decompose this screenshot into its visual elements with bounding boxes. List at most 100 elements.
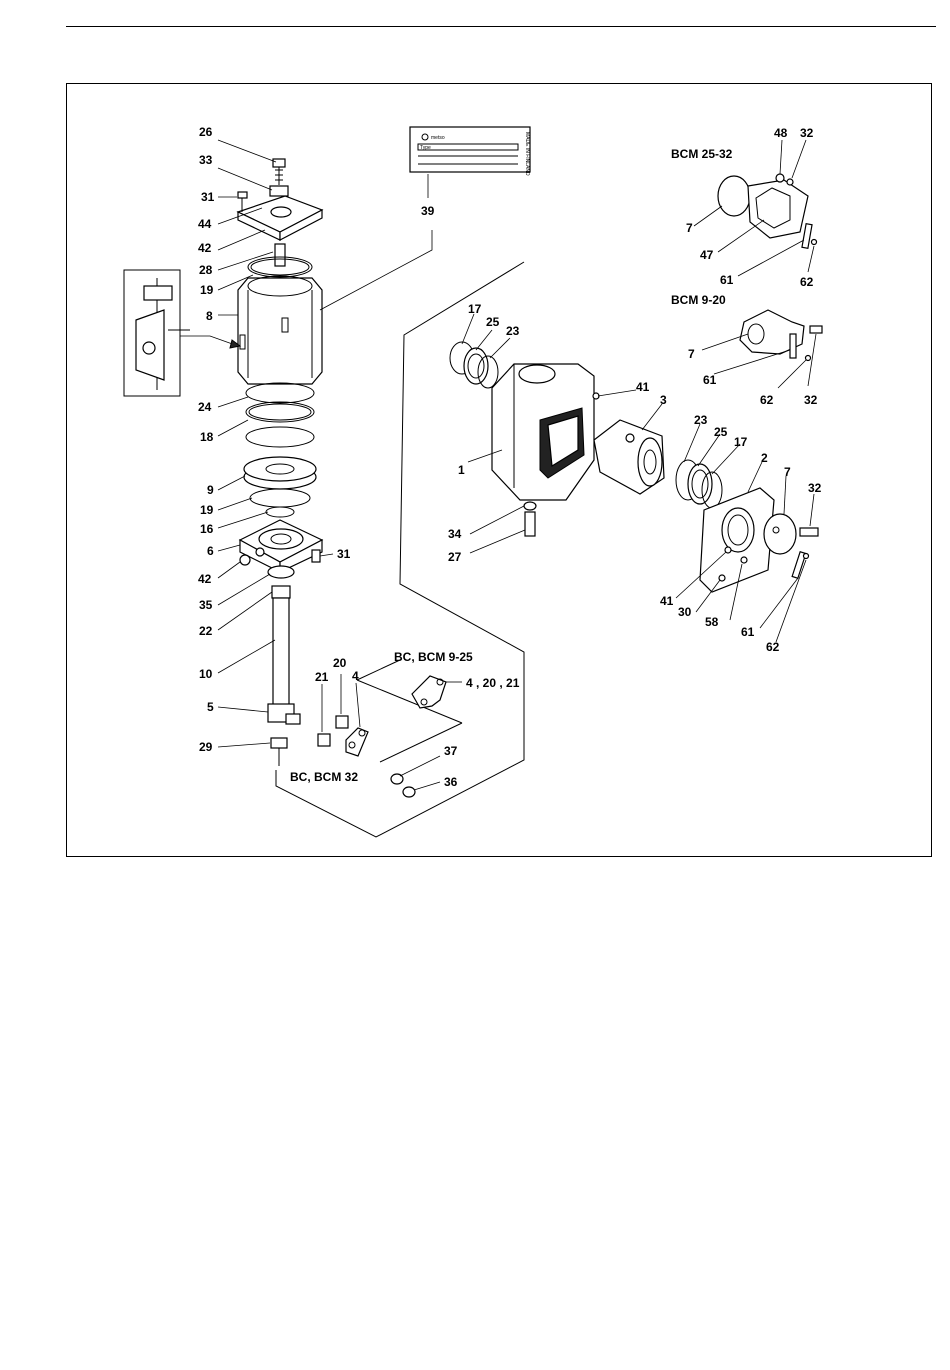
callout-31b: 31 — [337, 547, 351, 561]
callout-19a: 19 — [200, 283, 214, 297]
cylinder-assembly — [124, 159, 322, 766]
nameplate-brand: metso — [431, 135, 445, 141]
callout-6: 6 — [207, 544, 214, 558]
nameplate-side-text: MADE IN FINLAND — [524, 132, 530, 176]
pin-20 — [336, 716, 348, 728]
callout-62a: 62 — [800, 275, 814, 289]
circlip-36 — [403, 787, 415, 797]
callout-32c: 32 — [808, 481, 822, 495]
callout-9: 9 — [207, 483, 214, 497]
bushing-35 — [268, 566, 294, 578]
callout-42b: 42 — [198, 572, 212, 586]
callout-26: 26 — [199, 125, 213, 139]
bolt-26 — [273, 159, 285, 167]
screw-29 — [271, 738, 287, 748]
o-ring-19b — [250, 489, 310, 507]
seal-16 — [266, 507, 294, 517]
callout-23b: 23 — [694, 413, 708, 427]
callout-29: 29 — [199, 740, 213, 754]
ring-18 — [246, 402, 314, 422]
callout-30: 30 — [678, 605, 692, 619]
callout-61a: 61 — [720, 273, 734, 287]
callout-2: 2 — [761, 451, 768, 465]
callout-25b: 25 — [714, 425, 728, 439]
callout-25a: 25 — [486, 315, 500, 329]
callout-7b: 7 — [688, 347, 695, 361]
callout-47: 47 — [700, 248, 714, 262]
callout-34: 34 — [448, 527, 462, 541]
callout-36: 36 — [444, 775, 458, 789]
callout-58: 58 — [705, 615, 719, 629]
callout-4-20-21: 4 , 20 , 21 — [466, 676, 520, 690]
callout-5: 5 — [207, 700, 214, 714]
cover-7a — [718, 176, 750, 216]
callout-17a: 17 — [468, 302, 482, 316]
cylinder-tube-8 — [238, 278, 322, 384]
screw-48 — [776, 174, 784, 182]
cover-7c — [764, 514, 796, 554]
screw-58 — [741, 557, 747, 563]
callout-42a: 42 — [198, 241, 212, 255]
callout-31a: 31 — [201, 190, 215, 204]
callout-44: 44 — [198, 217, 212, 231]
callout-21: 21 — [315, 670, 329, 684]
screw-62c — [804, 554, 809, 559]
callout-32b: 32 — [804, 393, 818, 407]
callout-1: 1 — [458, 463, 465, 477]
screw-31 — [238, 192, 247, 198]
callout-8: 8 — [206, 309, 213, 323]
callout-33: 33 — [199, 153, 213, 167]
nameplate-39: metso Type MADE IN FINLAND — [320, 127, 530, 310]
callout-10: 10 — [199, 667, 213, 681]
callout-28: 28 — [199, 263, 213, 277]
nut-33 — [270, 186, 288, 196]
header-bc-bcm-32: BC, BCM 32 — [290, 770, 358, 784]
callout-37: 37 — [444, 744, 458, 758]
callout-48: 48 — [774, 126, 788, 140]
ring-24 — [246, 383, 314, 403]
callout-61b: 61 — [703, 373, 717, 387]
lever-4-alt — [412, 676, 446, 708]
piston-rod-10 — [273, 598, 289, 708]
callout-24: 24 — [198, 400, 212, 414]
pin-21 — [318, 734, 330, 746]
callout-7c: 7 — [784, 465, 791, 479]
callout-17b: 17 — [734, 435, 748, 449]
callout-22: 22 — [199, 624, 213, 638]
callout-16: 16 — [200, 522, 214, 536]
callout-19b: 19 — [200, 503, 214, 517]
callout-3: 3 — [660, 393, 667, 407]
screw-31b — [312, 550, 320, 562]
washer-34 — [524, 502, 536, 510]
indicator-61b — [790, 334, 796, 358]
callout-4: 4 — [352, 669, 359, 683]
callout-18: 18 — [200, 430, 214, 444]
screw-32c — [800, 528, 818, 536]
header-bcm-9-20: BCM 9-20 — [671, 293, 726, 307]
screw-62b — [806, 356, 811, 361]
screw-27 — [525, 512, 535, 536]
indicator-61a — [802, 224, 812, 249]
rod-28 — [275, 244, 285, 266]
callout-20: 20 — [333, 656, 347, 670]
callout-41b: 41 — [660, 594, 674, 608]
header-bc-bcm-9-25: BC, BCM 9-25 — [394, 650, 473, 664]
nameplate-type: Type — [420, 145, 431, 151]
callout-61c: 61 — [741, 625, 755, 639]
callout-35: 35 — [199, 598, 213, 612]
callout-41a: 41 — [636, 380, 650, 394]
callout-39: 39 — [421, 204, 435, 218]
guide-22 — [272, 586, 290, 598]
callout-62c: 62 — [766, 640, 780, 654]
header-bcm-25-32: BCM 25-32 — [671, 147, 733, 161]
plug-42b — [240, 555, 250, 565]
screw-32b — [810, 326, 822, 333]
callout-7a: 7 — [686, 221, 693, 235]
callout-32a: 32 — [800, 126, 814, 140]
actuator-body — [450, 342, 818, 592]
callout-62b: 62 — [760, 393, 774, 407]
callout-27: 27 — [448, 550, 462, 564]
screw-62a — [812, 240, 817, 245]
callout-23a: 23 — [506, 324, 520, 338]
